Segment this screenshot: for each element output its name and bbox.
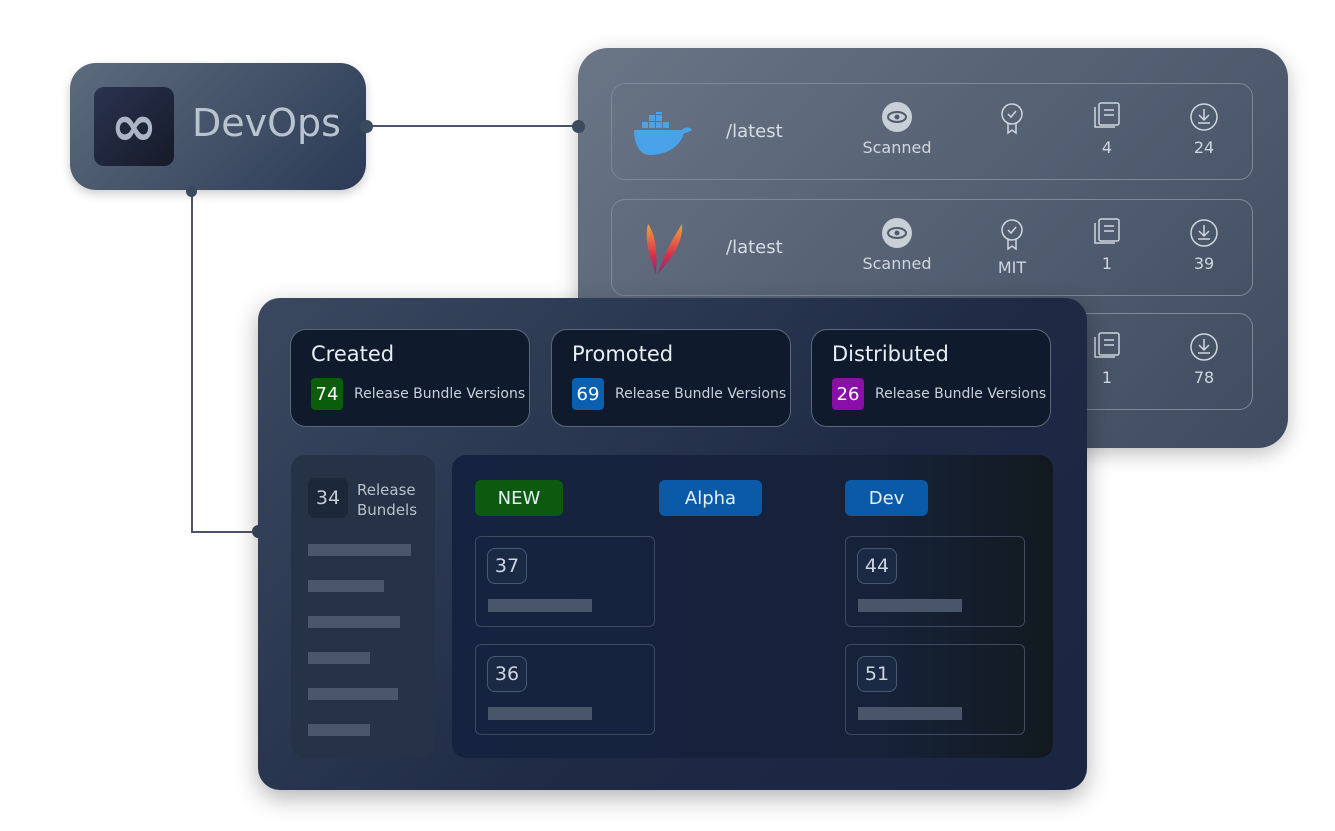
release-bundles-panel: Created 74 Release Bundle Versions Promo… [258,298,1087,790]
maven-feather-icon [646,224,683,274]
download-icon [1190,333,1218,361]
count-badge: 74 [311,378,343,410]
stat-card-promoted[interactable]: Promoted 69 Release Bundle Versions [551,329,791,427]
connector-dot [572,120,585,133]
connector-line [191,531,259,533]
files-icon [1094,102,1120,128]
downloads-count: 78 [1193,368,1215,387]
placeholder-bar [308,652,370,664]
package-row[interactable]: /latest Scanned 4 24 [611,83,1253,180]
connector-dot [360,120,373,133]
placeholder-bar [858,707,962,720]
bundles-count: 34 [308,478,348,518]
files-count: 1 [1101,368,1113,387]
stage-new[interactable]: NEW [475,480,563,516]
stat-card-distributed[interactable]: Distributed 26 Release Bundle Versions [811,329,1051,427]
version-card[interactable]: 44 [845,536,1025,627]
files-icon [1094,332,1120,358]
count-badge: 69 [572,378,604,410]
infinity-icon: ∞ [94,87,174,166]
placeholder-bar [308,688,398,700]
docker-icon [634,112,692,155]
license-badge-icon [1001,219,1023,251]
stat-card-created[interactable]: Created 74 Release Bundle Versions [290,329,530,427]
version-card[interactable]: 36 [475,644,655,735]
placeholder-bar [488,599,592,612]
count-badge: 26 [832,378,864,410]
connector-line [191,190,193,532]
placeholder-bar [308,544,411,556]
node-title: DevOps [192,101,341,145]
files-count: 1 [1101,254,1113,273]
stage-dev[interactable]: Dev [845,480,928,516]
files-count: 4 [1101,138,1113,157]
version-card[interactable]: 37 [475,536,655,627]
downloads-count: 39 [1193,254,1215,273]
placeholder-bar [308,724,370,736]
license-label: MIT [997,258,1027,277]
connector-line [366,125,578,127]
package-tag: /latest [726,121,783,142]
eye-scan-icon [882,102,912,132]
download-icon [1190,103,1218,131]
package-tag: /latest [726,237,783,258]
connector-dot [186,186,197,197]
placeholder-bar [858,599,962,612]
scan-status: Scanned [862,254,932,273]
placeholder-bar [488,707,592,720]
scan-status: Scanned [862,138,932,157]
devops-node[interactable]: ∞ DevOps [70,63,366,190]
eye-scan-icon [882,218,912,248]
files-icon [1094,218,1120,244]
download-icon [1190,219,1218,247]
stages-board: NEW Alpha Dev 37 36 44 51 [452,455,1053,758]
version-card[interactable]: 51 [845,644,1025,735]
placeholder-bar [308,616,400,628]
placeholder-bar [308,580,384,592]
license-badge-icon [1001,103,1023,135]
stage-alpha[interactable]: Alpha [659,480,762,516]
downloads-count: 24 [1193,138,1215,157]
package-row[interactable]: /latest Scanned MIT 1 39 [611,199,1253,296]
